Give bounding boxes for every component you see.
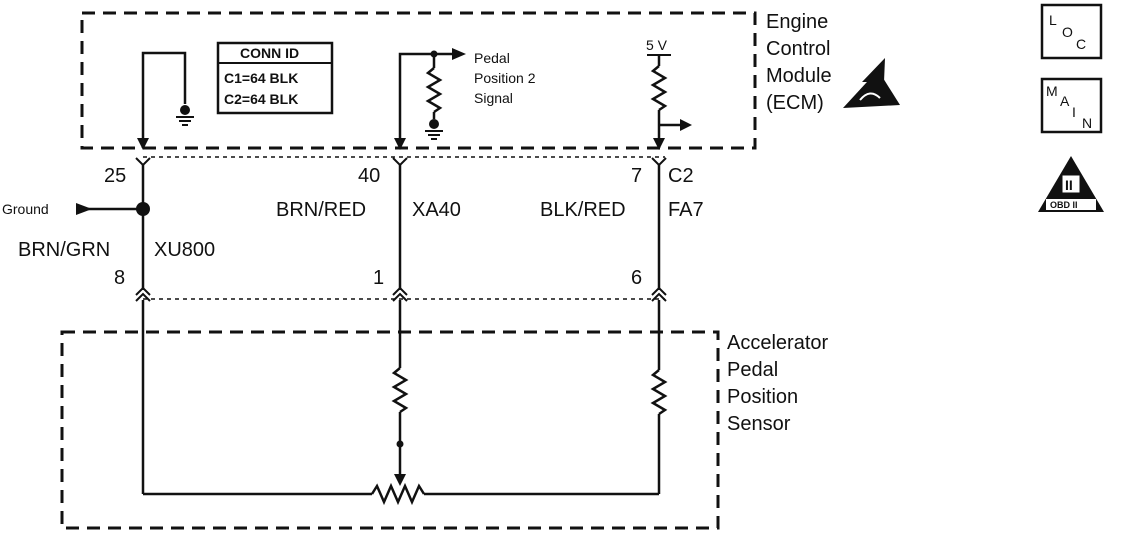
svg-text:N: N: [1082, 115, 1092, 131]
ecm-title: Engine Control Module (ECM): [766, 11, 837, 114]
pin-top-25: 25: [104, 165, 126, 187]
pin-top-7: 7: [631, 165, 642, 187]
conn-id-row-c2: C2=64 BLK: [224, 91, 298, 107]
wire-circuit-xu800: XU800: [154, 239, 215, 261]
conn-id-header: CONN ID: [240, 45, 299, 61]
svg-text:M: M: [1046, 83, 1058, 99]
sensor-outline: [60, 330, 720, 530]
svg-text:L: L: [1049, 12, 1057, 28]
svg-text:C: C: [1076, 36, 1086, 52]
wire-color-blk-red: BLK/RED: [540, 199, 626, 221]
ecm-ground-circuit-left: [137, 51, 194, 150]
svg-text:OBD II: OBD II: [1050, 200, 1078, 210]
pin-top-40: 40: [358, 165, 380, 187]
sensor-connector-terminals: [135, 286, 667, 302]
svg-text:I: I: [1072, 104, 1076, 120]
wire-color-brn-red: BRN/RED: [276, 199, 366, 221]
ecm-signal-circuit: [394, 48, 466, 150]
wire-color-brn-grn: BRN/GRN: [18, 239, 110, 261]
wire-circuit-xa40: XA40: [412, 199, 461, 221]
svg-text:O: O: [1062, 24, 1073, 40]
sensor-internal-circuit: [141, 300, 668, 506]
svg-text:II: II: [1065, 177, 1073, 193]
sensor-title: Accelerator Pedal Position Sensor: [727, 332, 834, 435]
obd-ii-icon: II OBD II: [1038, 156, 1104, 212]
conn-id-row-c1: C1=64 BLK: [224, 70, 298, 86]
reference-voltage-label: 5 V: [646, 37, 668, 53]
esd-warning-icon: [843, 58, 900, 108]
pin-bottom-6: 6: [631, 267, 642, 289]
wire-circuit-fa7: FA7: [668, 199, 704, 221]
pedal-signal-label: Pedal Position 2 Signal: [474, 50, 539, 106]
connector-c2-terminals: [135, 157, 667, 167]
main-icon: M A I N: [1040, 77, 1103, 134]
pin-bottom-8: 8: [114, 267, 125, 289]
pin-bottom-1: 1: [373, 267, 384, 289]
ecm-module-outline: [80, 11, 757, 150]
ecm-reference-circuit: [647, 54, 692, 150]
conn-id-table: CONN ID C1=64 BLK C2=64 BLK: [216, 41, 334, 115]
ground-label: Ground: [2, 201, 49, 217]
svg-text:A: A: [1060, 93, 1070, 109]
loc-icon: L O C: [1040, 3, 1103, 60]
ground-splice: [76, 202, 150, 216]
connector-c2-label: C2: [668, 165, 694, 187]
